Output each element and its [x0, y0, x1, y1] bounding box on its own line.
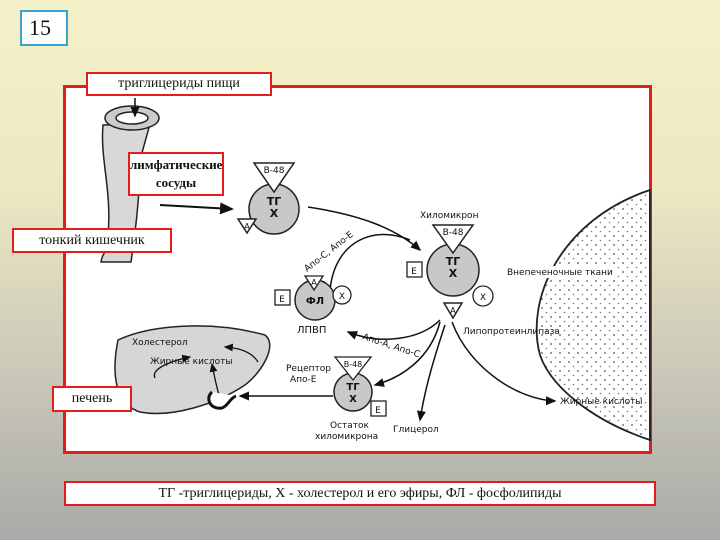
chylomicron-title: Хиломикрон — [420, 211, 479, 221]
apo-ac-label: Апо-А, Апо-С — [361, 332, 421, 360]
remnant-tg: ТГ — [346, 382, 360, 393]
hdl-particle: А ФЛ Е Х ЛПВП — [274, 275, 352, 336]
glycerol-arrow — [416, 324, 446, 422]
lipase-label: Липопротеинлипаза — [463, 327, 560, 337]
hdl-fl: ФЛ — [306, 296, 324, 307]
mature-apo-a: А — [450, 306, 456, 315]
nascent-apo-a: А — [244, 222, 250, 231]
nascent-chylomicron: В-48 ТГ Х А — [236, 162, 300, 235]
nascent-tg: ТГ — [267, 195, 282, 208]
apo-ce-arc — [329, 233, 411, 291]
hdl-apo-a: А — [311, 278, 317, 287]
remnant-label-1: Остаток — [330, 421, 370, 431]
lymphatic-vessels-line-1: лимфатические — [130, 157, 223, 172]
slide-number: 15 — [20, 10, 68, 46]
fatty-acid-arrow — [451, 321, 557, 406]
maturation-arrow — [307, 206, 422, 251]
lymphatic-vessels-label: лимфатические сосуды — [128, 152, 224, 196]
hdl-x: Х — [339, 292, 345, 302]
nascent-x: Х — [270, 207, 279, 220]
remnant-apo-b: В-48 — [344, 360, 363, 369]
legend-caption: ТГ -триглицериды, Х - холестерол и его э… — [64, 481, 656, 506]
food-triglycerides-label: триглицериды пищи — [86, 72, 272, 96]
liver-cholesterol: Холестерол — [132, 338, 188, 348]
mature-chylomicron: Хиломикрон В-48 ТГ Х Е Х А — [406, 211, 494, 320]
glycerol-label: Глицерол — [393, 425, 439, 435]
lipolysis-arrow — [373, 321, 441, 387]
extrahepatic-tissue: Внепеченочные ткани — [505, 188, 651, 442]
mature-apo-e: Е — [411, 267, 417, 277]
hdl-label: ЛПВП — [297, 325, 326, 336]
apo-ac-arrow — [346, 319, 441, 340]
liver-shape: Холестерол Жирные кислоты — [114, 325, 271, 415]
remnant-label-2: хиломикрона — [315, 432, 378, 442]
receptor-label-2: Апо-Е — [290, 375, 317, 385]
chylomicron-remnant: В-48 ТГ Х Е Остаток хиломикрона — [315, 356, 387, 442]
receptor-label-1: Рецептор — [286, 364, 331, 374]
mature-tg: ТГ — [446, 255, 461, 268]
remnant-x: Х — [349, 394, 357, 405]
apo-ce-label: Апо-С, Апо-Е — [303, 230, 356, 275]
mature-x: Х — [449, 267, 458, 280]
small-intestine-label: тонкий кишечник — [12, 228, 172, 253]
remnant-e: Е — [375, 406, 381, 416]
lymphatic-vessels-line-2: сосуды — [155, 175, 197, 190]
mature-apo-b: В-48 — [443, 228, 464, 238]
liver-label: печень — [52, 386, 132, 412]
hdl-e: Е — [279, 295, 285, 305]
mature-apo-x: Х — [480, 293, 486, 303]
lymph-arrow — [159, 202, 234, 215]
extrahepatic-label: Внепеченочные ткани — [507, 268, 613, 278]
nascent-apo-b: В-48 — [264, 166, 285, 176]
fatty-acids-out-label: Жирные кислоты — [560, 397, 643, 407]
